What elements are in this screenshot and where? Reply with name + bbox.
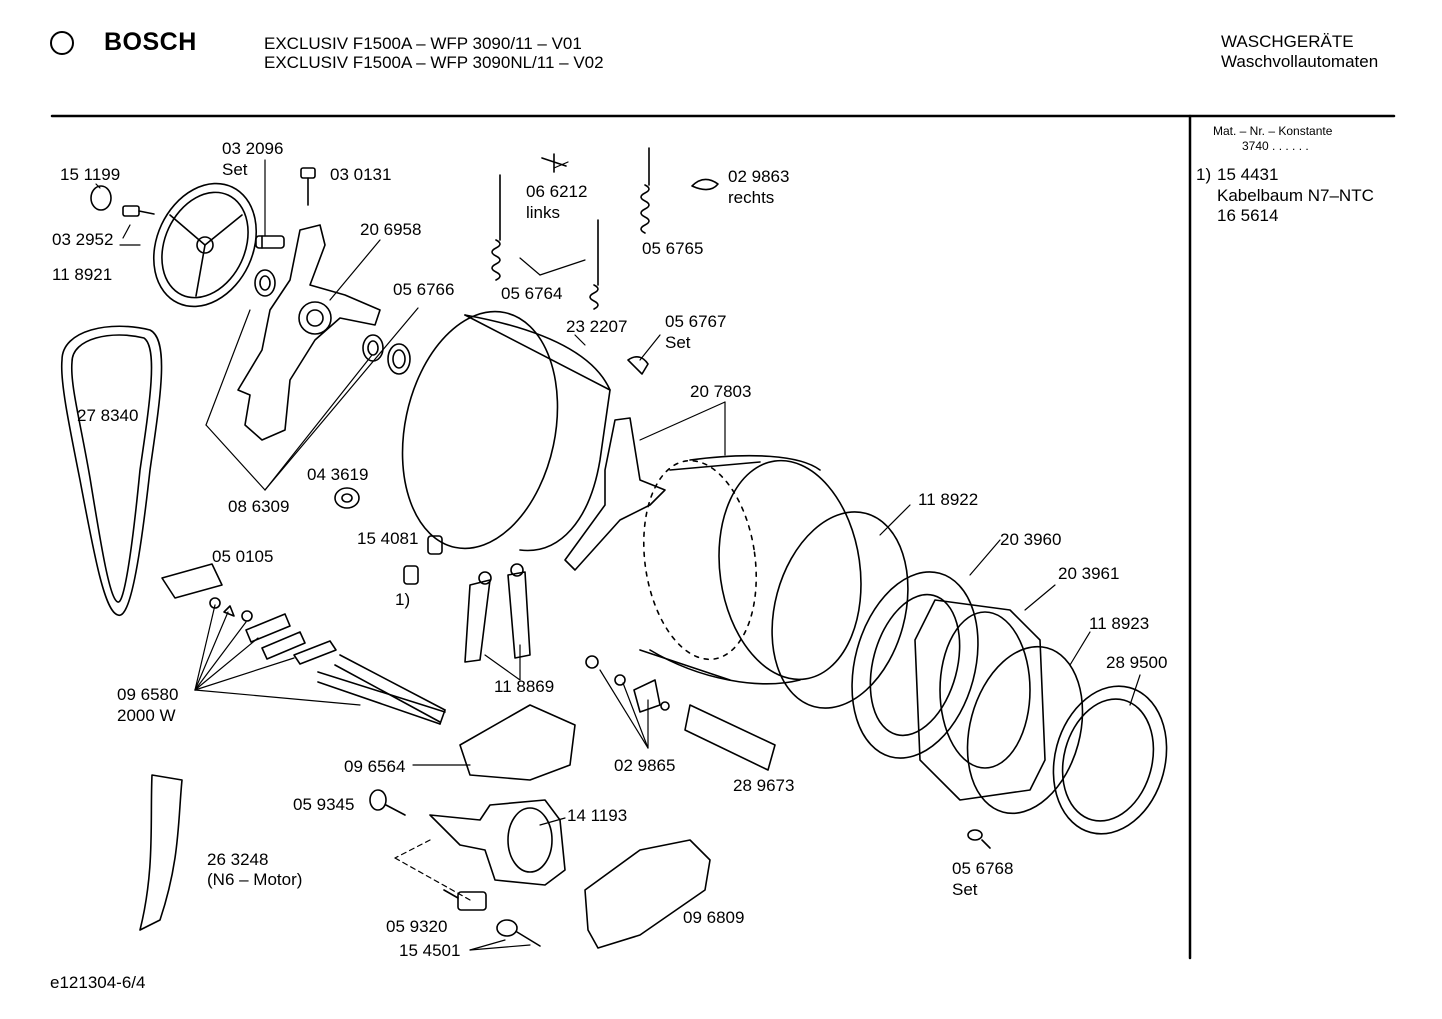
drum-spider-part (564, 417, 666, 571)
part-label: 20 6958 (360, 220, 422, 239)
note-part-number: 15 4431 (1217, 165, 1279, 184)
category-title: WASCHGERÄTE (1221, 32, 1354, 51)
part-label: 11 8922 (918, 490, 979, 509)
front-panel-part (851, 571, 979, 759)
part-label: 03 2096 (222, 139, 284, 158)
part-label: 06 6212 (526, 182, 588, 201)
seal-ring-part (387, 343, 411, 375)
drive-belt-part (60, 325, 163, 616)
clamp-ring-part (966, 645, 1084, 815)
part-label: 20 3961 (1058, 564, 1120, 583)
note-description: Kabelbaum N7–NTC (1217, 186, 1374, 205)
part-label: 28 9500 (1106, 653, 1168, 672)
washer-part (496, 919, 541, 947)
heater-element-part (317, 654, 446, 725)
part-label: 2000 W (117, 706, 176, 725)
heater-cover-part (459, 704, 576, 781)
part-label: 05 6767 (665, 312, 727, 331)
clip-part (334, 487, 360, 509)
part-label: 20 3960 (1000, 530, 1062, 549)
part-label: 03 0131 (330, 165, 392, 184)
front-bracket-part (914, 599, 1046, 801)
leader-lines (95, 159, 1141, 951)
constant-title: Mat. – Nr. – Konstante (1213, 124, 1333, 138)
part-label: (N6 – Motor) (207, 870, 303, 889)
belt-pulley-part (152, 182, 258, 308)
part-label: 1) (395, 590, 411, 609)
screw-part (967, 829, 991, 849)
part-label: 05 6768 (952, 859, 1014, 878)
fastener-part (585, 655, 670, 713)
part-label: 14 1193 (567, 806, 628, 825)
motor-part (429, 799, 566, 886)
part-label: 05 6766 (393, 280, 455, 299)
part-label: 28 9673 (733, 776, 795, 795)
screw-part (300, 167, 316, 206)
bearing-part (254, 269, 384, 362)
part-label: 08 6309 (228, 497, 290, 516)
part-label: 11 8869 (494, 677, 555, 696)
part-label: 09 6580 (117, 685, 179, 704)
part-label: rechts (728, 188, 775, 207)
shock-absorber-part (464, 563, 531, 663)
pulley-bushing-part (90, 185, 155, 217)
part-label: Set (222, 160, 248, 179)
part-label: 05 9320 (386, 917, 448, 936)
part-label: 09 6564 (344, 757, 406, 776)
drum-part (639, 454, 862, 685)
screw-part (443, 889, 487, 911)
bearing-cross-part (237, 224, 381, 441)
thermostat-part (403, 535, 443, 585)
part-label: 20 7803 (690, 382, 752, 401)
part-label: 15 1199 (60, 165, 121, 184)
tub-holder-part (627, 356, 649, 375)
part-label: 02 9865 (614, 756, 676, 775)
category-subtitle: Waschvollautomaten (1221, 52, 1379, 71)
part-label: 15 4501 (399, 941, 461, 960)
part-label: 11 8923 (1089, 614, 1150, 633)
gasket-ring-part (771, 511, 909, 709)
document-id: e121304-6/4 (50, 973, 146, 992)
part-label: 05 6765 (642, 239, 704, 258)
part-label: 11 8921 (52, 265, 113, 284)
screw-part (369, 789, 406, 816)
outer-tub-part (401, 310, 611, 552)
door-seal-part (1052, 685, 1168, 835)
heater-bracket-part (161, 563, 223, 599)
note-part-number-2: 16 5614 (1217, 206, 1279, 225)
part-label: 05 9345 (293, 795, 355, 814)
part-label: 02 9863 (728, 167, 790, 186)
constant-value: 3740 . . . . . . (1242, 139, 1309, 153)
part-label: Set (665, 333, 691, 352)
part-label: 09 6809 (683, 908, 745, 927)
part-label: 03 2952 (52, 230, 114, 249)
part-label: 05 6764 (501, 284, 563, 303)
part-label: links (526, 203, 561, 222)
control-module-part (584, 839, 711, 949)
bosch-logo-icon (50, 31, 74, 55)
part-label: Set (952, 880, 978, 899)
model-line-2: EXCLUSIV F1500A – WFP 3090NL/11 – V02 (264, 53, 604, 72)
part-label: 05 0105 (212, 547, 274, 566)
part-label: 26 3248 (207, 850, 269, 869)
part-label: 23 2207 (566, 317, 628, 336)
cable-harness-part (139, 774, 183, 931)
part-label: 27 8340 (77, 406, 139, 425)
part-label: 04 3619 (307, 465, 369, 484)
note-marker: 1) (1196, 165, 1212, 184)
carbon-brush-part (684, 704, 776, 771)
brand-name: BOSCH (104, 28, 197, 56)
part-label: 15 4081 (357, 529, 419, 548)
bolt-part (255, 235, 285, 249)
heater-connector-part (209, 597, 337, 665)
model-line-1: EXCLUSIV F1500A – WFP 3090/11 – V01 (264, 34, 582, 53)
